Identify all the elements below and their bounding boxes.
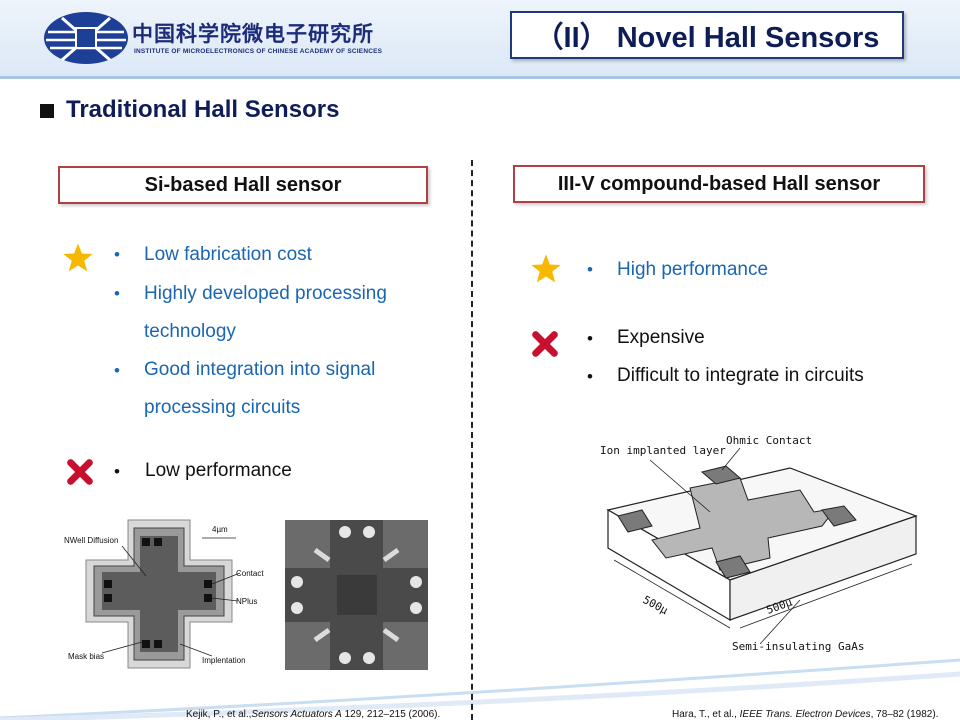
fig-label-substrate: Semi-insulating GaAs [732,640,864,653]
si-citation-rest: 129, 212–215 (2006). [341,709,441,720]
iii-v-con-item: Difficult to integrate in circuits [617,365,864,386]
bullet-dot: • [114,245,120,264]
iii-v-citation-authors: Hara, T., et al., [672,709,737,720]
bullet-dot: • [587,260,593,279]
fig-label-scale: 4µm [212,525,228,534]
si-pro-item: Good integration into signal [144,359,376,380]
fig-label-contact: Contact [236,569,264,578]
background-swoosh [0,658,960,720]
logo-english-name: INSTITUTE OF MICROELECTRONICS OF CHINESE… [134,48,383,55]
si-citation: Kejik, P., et al.,Sensors Actuators A 12… [186,709,440,720]
si-hall-micrograph [285,520,428,670]
star-icon [63,243,93,272]
star-icon [531,254,561,283]
si-citation-journal: Sensors Actuators A [251,709,342,720]
iii-v-citation-journal: IEEE Trans. Electron Devices [739,709,871,720]
column-divider [471,160,473,720]
slide-title-box: （II） Novel Hall Sensors [510,11,904,59]
gaas-hall-device-figure: Ion implanted layer Ohmic Contact 500µ 5… [590,430,934,660]
section-title: Traditional Hall Sensors [66,96,340,123]
bullet-dot: • [114,284,120,303]
si-pro-item: Highly developed processing [144,283,387,304]
fig-label-ion-layer: Ion implanted layer [600,444,726,457]
si-heading-box: Si-based Hall sensor [58,166,428,204]
cross-icon [532,331,558,357]
si-heading: Si-based Hall sensor [144,173,342,196]
slide-title: （II） Novel Hall Sensors [534,22,880,54]
institute-logo [42,8,402,68]
si-con-item: Low performance [145,460,292,481]
logo-emblem-icon [44,12,128,64]
fig-label-500-left: 500µ [641,593,671,617]
cross-icon [67,459,93,485]
si-hall-layout-figure: NWell Diffusion 4µm Contact NPlus Mask b… [64,519,264,669]
si-citation-authors: Kejik, P., et al., [186,709,252,720]
fig-label-implentation: Implentation [202,656,246,665]
bullet-dot: • [114,361,120,380]
bullet-dot: • [587,329,593,348]
si-pro-item-cont: processing circuits [144,397,301,418]
header-divider [0,76,960,79]
iii-v-con-item: Expensive [617,327,705,348]
iii-v-citation: Hara, T., et al., IEEE Trans. Electron D… [672,709,938,720]
iii-v-citation-rest: , 78–82 (1982). [870,709,939,720]
si-pro-item: Low fabrication cost [144,244,312,265]
logo-chinese-name: 中国科学院微电子研究所 [132,22,374,46]
bullet-dot: • [114,462,120,481]
fig-label-nwell: NWell Diffusion [64,536,118,545]
iii-v-heading-box: III-V compound-based Hall sensor [513,165,925,203]
iii-v-pro-item: High performance [617,259,769,280]
bullet-dot: • [587,367,593,386]
iii-v-heading: III-V compound-based Hall sensor [557,172,881,195]
si-pro-item-cont: technology [144,321,236,342]
square-bullet-icon [40,104,54,118]
fig-label-mask-bias: Mask bias [68,652,104,661]
fig-label-nplus: NPlus [236,597,257,606]
fig-label-ohmic-contact: Ohmic Contact [726,434,812,447]
